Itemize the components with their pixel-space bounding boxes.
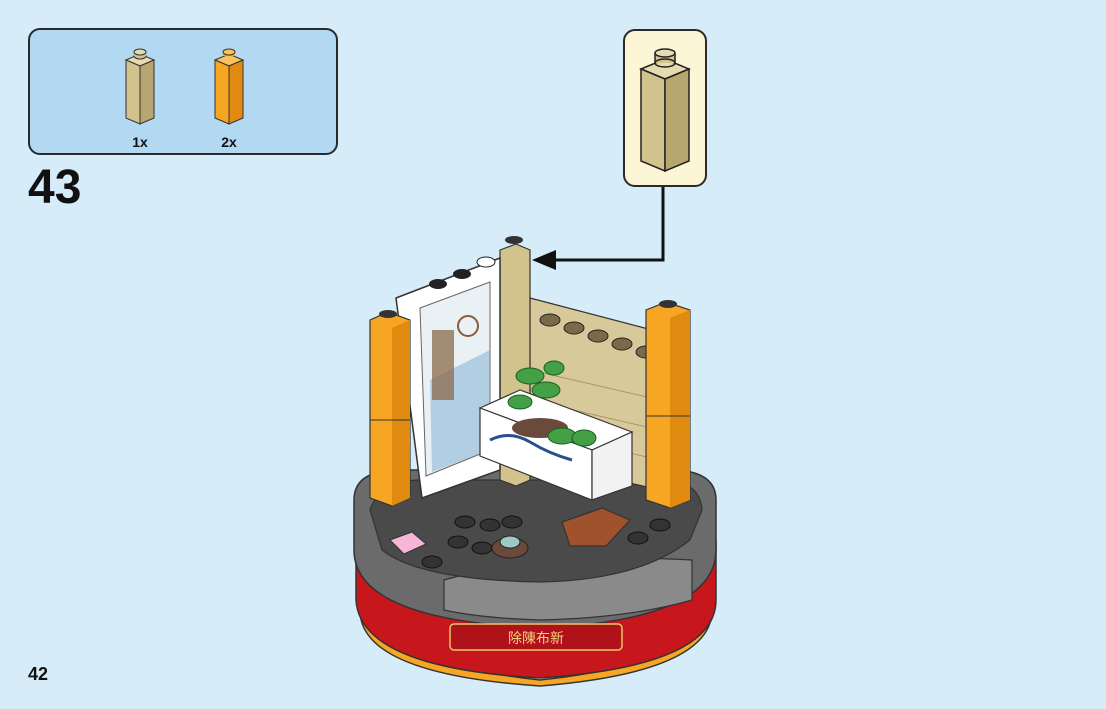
base-banner-text: 除陳布新 bbox=[508, 631, 564, 647]
part-quantity: 1x bbox=[115, 134, 165, 150]
part-quantity: 2x bbox=[204, 134, 254, 150]
part-item-orange-brick: 2x bbox=[204, 46, 254, 150]
part-item-tan-brick: 1x bbox=[115, 46, 165, 150]
model-illustration: 除陳布新 bbox=[340, 180, 740, 690]
page-number: 42 bbox=[28, 664, 48, 685]
parts-list-panel: 1x 2x bbox=[28, 28, 338, 155]
callout-panel bbox=[623, 29, 707, 187]
step-number: 43 bbox=[28, 164, 81, 212]
tan-brick-1x1x3-icon bbox=[120, 46, 160, 128]
orange-brick-1x1x3-icon bbox=[209, 46, 249, 128]
tan-brick-1x1x3-icon bbox=[625, 31, 705, 185]
